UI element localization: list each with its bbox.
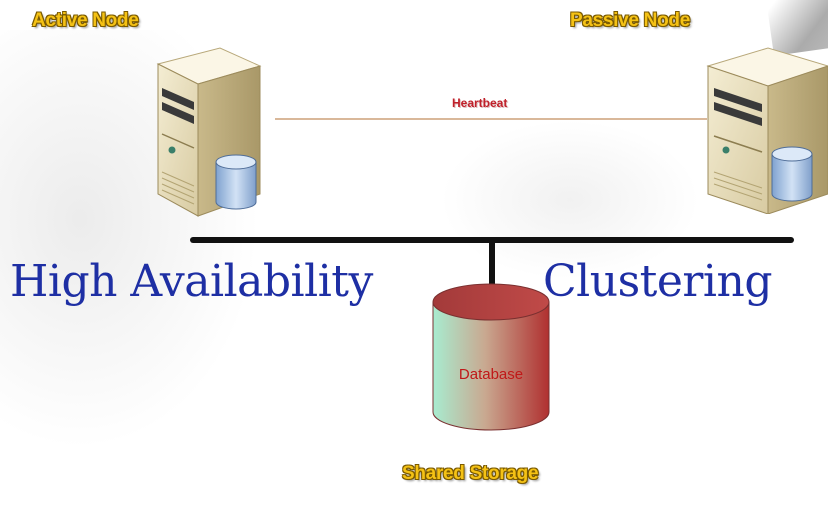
heartbeat-label: Heartbeat <box>452 96 508 110</box>
database-cylinder-icon <box>432 283 550 431</box>
active-server-icon <box>156 47 262 217</box>
active-node-label: Active Node <box>32 10 139 31</box>
shared-storage-label: Shared Storage <box>402 463 539 484</box>
database-label: Database <box>458 366 524 383</box>
storage-connector <box>489 240 495 284</box>
title-clustering: Clustering <box>543 256 773 307</box>
passive-server-icon <box>706 47 828 214</box>
passive-node-label: Passive Node <box>570 10 690 31</box>
heartbeat-link <box>275 118 707 120</box>
title-high-availability: High Availability <box>10 256 373 307</box>
background-shade-center <box>440 120 700 280</box>
